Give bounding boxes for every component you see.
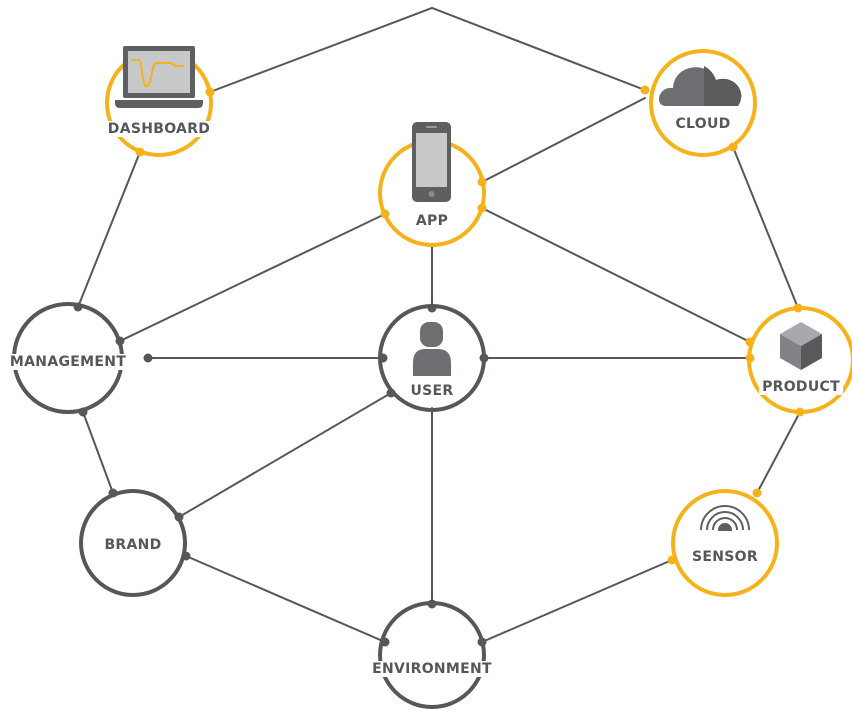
edge-brand-environment <box>185 555 386 643</box>
edge-dashboard-management <box>77 151 141 308</box>
cloud-icon <box>658 66 742 106</box>
edge-app-management <box>119 213 386 342</box>
connection-dot <box>479 353 489 363</box>
environment-node-ring[interactable] <box>378 601 486 709</box>
connection-dot <box>752 488 762 498</box>
connection-dot <box>380 637 390 647</box>
connection-dot <box>745 353 755 363</box>
sensor-label: SENSOR <box>689 549 761 565</box>
connection-dot <box>667 555 677 565</box>
sensor-node-ring[interactable] <box>671 489 779 597</box>
user-label: USER <box>407 383 457 399</box>
management-label: MANAGEMENT <box>6 354 130 370</box>
brand-label: BRAND <box>101 537 165 553</box>
connection-dot <box>795 407 805 417</box>
environment-label: ENVIRONMENT <box>369 661 495 677</box>
connection-dot <box>728 142 738 152</box>
connection-dot <box>427 599 437 609</box>
connection-dot <box>205 87 215 97</box>
connection-dot <box>378 353 388 363</box>
edge-cloud-product <box>732 146 799 309</box>
edge-dashboard-cloud <box>209 6 646 93</box>
edge-management-brand <box>82 411 114 494</box>
connection-dot <box>73 302 83 312</box>
box-icon <box>780 322 822 370</box>
connection-dot <box>477 203 487 213</box>
app-label: APP <box>412 213 452 229</box>
edge-environment-sensor <box>481 559 673 643</box>
edge-user-brand <box>178 392 392 518</box>
connection-dot <box>181 551 191 561</box>
connection-dot <box>143 353 153 363</box>
dashboard-label: DASHBOARD <box>104 121 214 137</box>
connection-dot <box>78 407 88 417</box>
connection-dot <box>640 85 650 95</box>
connection-dot <box>135 147 145 157</box>
connection-dot <box>793 303 803 313</box>
product-label: PRODUCT <box>759 379 843 395</box>
connection-dot <box>380 209 390 219</box>
cloud-label: CLOUD <box>672 116 734 132</box>
connection-dot <box>108 488 118 498</box>
edge-app-cloud <box>481 97 646 183</box>
signal-icon <box>700 505 750 531</box>
cloud-node-ring[interactable] <box>649 49 757 157</box>
connection-dot <box>427 303 437 313</box>
connection-dot <box>477 637 487 647</box>
laptop-icon <box>115 46 203 108</box>
user-icon <box>413 322 451 376</box>
edge-product-sensor <box>756 411 801 494</box>
connection-dot <box>386 388 396 398</box>
smartphone-icon <box>412 122 451 202</box>
connection-dot <box>174 512 184 522</box>
edge-app-product <box>481 207 751 343</box>
connection-dot <box>477 177 487 187</box>
connection-dot <box>115 336 125 346</box>
brand-node-ring[interactable] <box>79 489 187 597</box>
connection-dot <box>745 337 755 347</box>
